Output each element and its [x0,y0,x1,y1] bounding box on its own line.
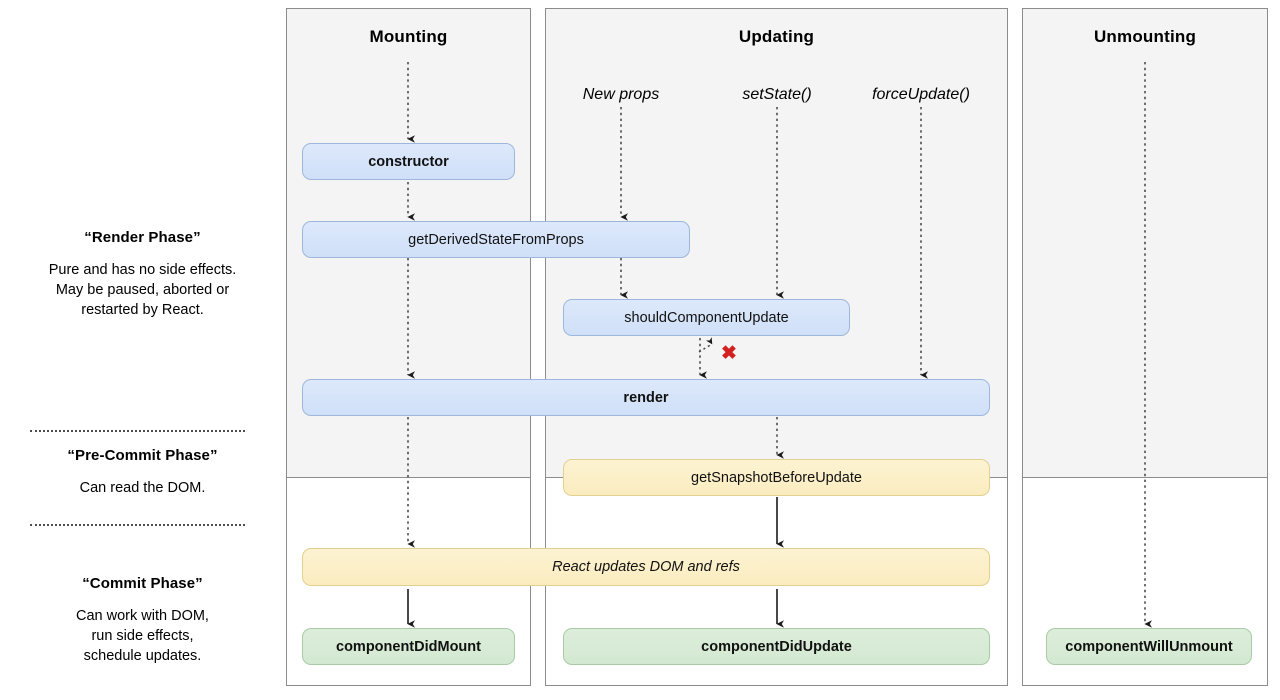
column-header-updating: Updating [738,27,815,46]
legend-title-commit-phase: “Commit Phase” [82,575,203,592]
legend-title-render-phase: “Render Phase” [84,229,201,246]
legend-desc-pre-commit-phase: Can read the DOM. [79,480,206,496]
node-component-did-update[interactable]: componentDidUpdate [563,628,990,665]
skip-update-x-icon: ✖ [721,343,737,364]
legend-commit-phase: “Commit Phase” Can work with DOM, run si… [10,575,275,666]
legend-title-pre-commit-phase: “Pre-Commit Phase” [67,447,218,464]
node-render[interactable]: render [302,379,990,416]
column-header-mounting: Mounting [369,27,448,46]
node-get-derived-state-from-props[interactable]: getDerivedStateFromProps [302,221,690,258]
node-get-snapshot-before-update[interactable]: getSnapshotBeforeUpdate [563,459,990,496]
legend-pre-commit-phase: “Pre-Commit Phase” Can read the DOM. [10,447,275,498]
node-component-did-mount[interactable]: componentDidMount [302,628,515,665]
legend-divider-bottom [30,524,245,526]
node-constructor[interactable]: constructor [302,143,515,180]
node-should-component-update[interactable]: shouldComponentUpdate [563,299,850,336]
legend-desc-render-phase: Pure and has no side effects. May be pau… [48,262,237,318]
trigger-label-force-update: forceUpdate() [872,86,970,103]
trigger-label-set-state: setState() [742,86,812,103]
node-react-updates-dom-and-refs: React updates DOM and refs [302,548,990,586]
legend-render-phase: “Render Phase” Pure and has no side effe… [10,229,275,320]
column-header-unmounting: Unmounting [1093,27,1197,46]
column-unmounting-render [1022,8,1268,477]
trigger-label-new-props: New props [582,86,660,103]
legend-desc-commit-phase: Can work with DOM, run side effects, sch… [76,608,209,664]
legend-divider-top [30,430,245,432]
node-component-will-unmount[interactable]: componentWillUnmount [1046,628,1252,665]
